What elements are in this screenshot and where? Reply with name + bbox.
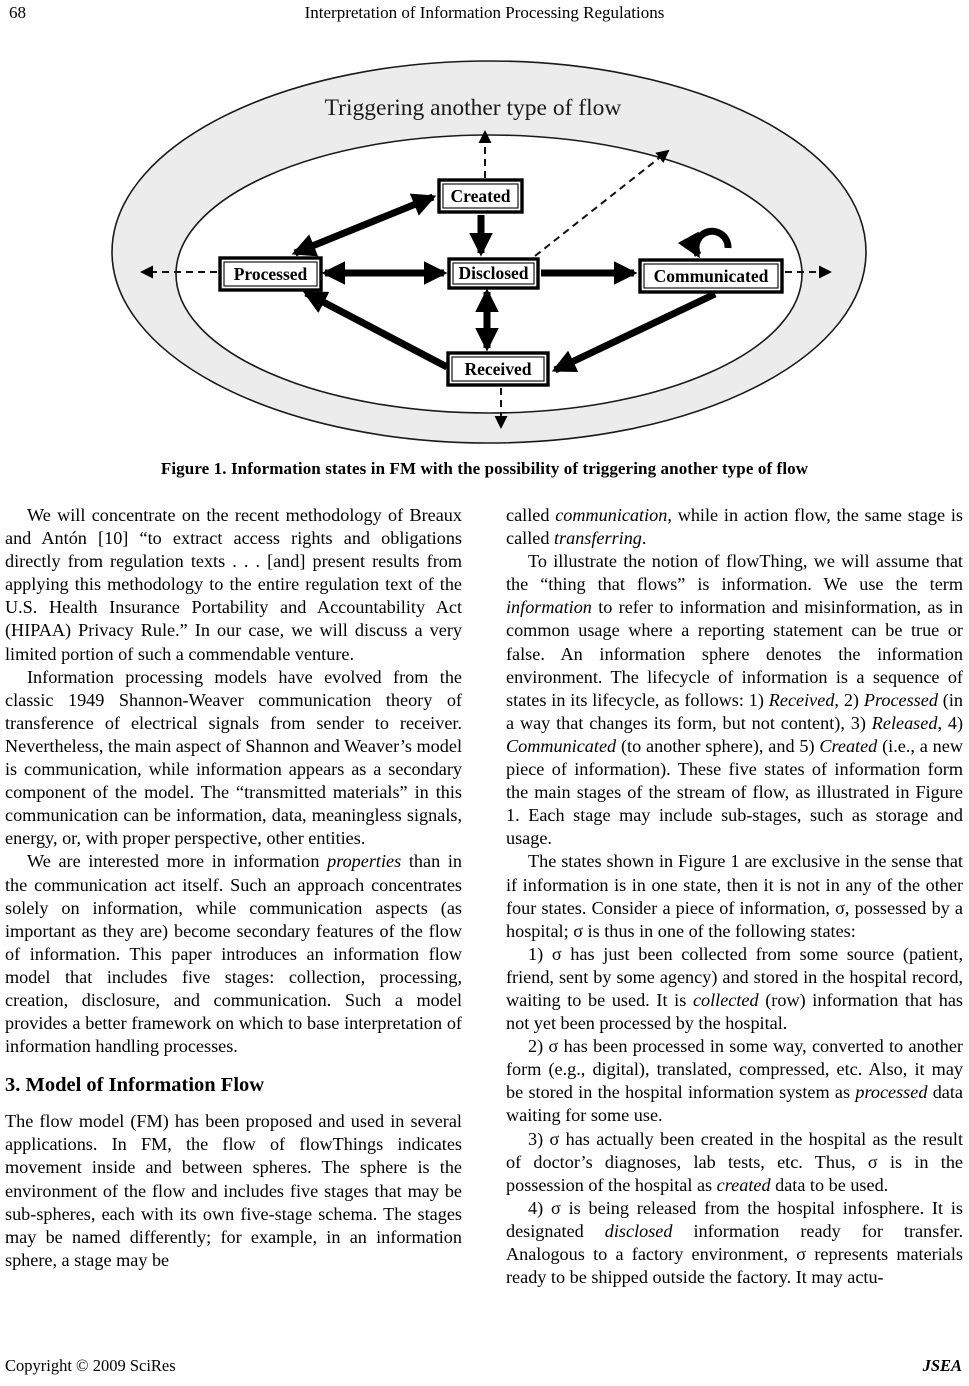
paragraph: 2) σ has been processed in some way, con… xyxy=(506,1036,963,1126)
running-title: Interpretation of Information Processing… xyxy=(304,3,665,22)
node-processed-label: Processed xyxy=(234,264,308,284)
figure-caption: Figure 1. Information states in FM with … xyxy=(160,459,809,478)
page-header: 68 Interpretation of Information Process… xyxy=(0,3,969,29)
state-boxes: Created Processed Disclosed Communicated… xyxy=(218,178,784,387)
arrow-processed-created xyxy=(291,193,437,257)
page-number: 68 xyxy=(9,3,26,22)
page-footer: Copyright © 2009 SciRes JSEA xyxy=(5,1356,962,1376)
node-processed: Processed xyxy=(218,256,323,292)
paragraph: called communication, while in action fl… xyxy=(506,505,963,549)
arrow-communicated-received xyxy=(551,290,717,374)
node-communicated-label: Communicated xyxy=(654,266,769,286)
node-disclosed: Disclosed xyxy=(447,257,540,290)
paragraph: 1) σ has just been collected from some s… xyxy=(506,943,964,1034)
paragraph: We will concentrate on the recent method… xyxy=(5,505,462,664)
node-disclosed-label: Disclosed xyxy=(459,263,529,283)
flow-arrows xyxy=(291,193,717,374)
node-created: Created xyxy=(437,178,524,214)
left-column: We will concentrate on the recent method… xyxy=(5,504,462,1289)
paragraph: We are interested more in information pr… xyxy=(5,851,462,1057)
arrow-received-processed xyxy=(302,289,449,371)
section-heading: 3. Model of Information Flow xyxy=(5,1074,265,1097)
paragraph: 3) σ has actually been created in the ho… xyxy=(506,1128,963,1195)
node-created-label: Created xyxy=(451,186,511,206)
paragraph: 4) σ is being released from the hospital… xyxy=(506,1197,964,1288)
paragraph: The flow model (FM) has been proposed an… xyxy=(5,1111,462,1270)
dashed-arrow-diagonal xyxy=(534,149,670,257)
self-loop-arrow xyxy=(677,227,732,259)
right-column: called communication, while in action fl… xyxy=(506,504,963,1289)
node-communicated: Communicated xyxy=(638,258,784,294)
paragraph: To illustrate the notion of flowThing, w… xyxy=(506,551,964,849)
copyright-text: Copyright © 2009 SciRes xyxy=(5,1356,176,1375)
node-received-label: Received xyxy=(464,359,531,379)
dashed-arrows xyxy=(140,130,832,429)
paragraph: Information processing models have evolv… xyxy=(5,666,462,849)
node-received: Received xyxy=(446,351,550,387)
body-columns: We will concentrate on the recent method… xyxy=(5,504,963,1289)
journal-abbreviation: JSEA xyxy=(922,1356,962,1375)
paragraph: The states shown in Figure 1 are exclusi… xyxy=(506,851,963,941)
ring-label: Triggering another type of flow xyxy=(325,95,622,121)
figure-1-diagram: Triggering another type of flow Created … xyxy=(111,60,867,444)
